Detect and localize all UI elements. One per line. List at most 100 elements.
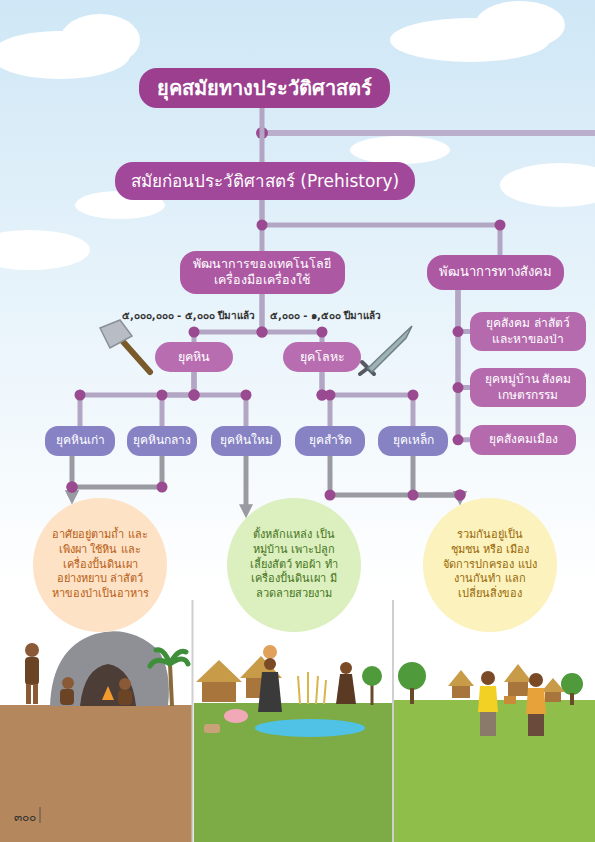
junction-dot bbox=[67, 482, 78, 493]
town-scene bbox=[452, 684, 470, 698]
cave-scene bbox=[170, 664, 172, 706]
junction-dot bbox=[241, 390, 252, 401]
description-text: อาศัยอยู่ตามถ้ำ และเพิงผา ใช้หิน และเครื… bbox=[51, 528, 149, 602]
tree-connector bbox=[162, 372, 194, 426]
arrow-connector bbox=[72, 456, 162, 499]
box-label: ยุคโลหะ bbox=[295, 349, 349, 365]
box-label: ยุคสังคมเมือง bbox=[478, 432, 568, 448]
junction-dot bbox=[157, 482, 168, 493]
village-scene bbox=[258, 672, 282, 712]
junction-dot bbox=[453, 382, 464, 393]
timeline-branch bbox=[256, 127, 595, 139]
cave-scene bbox=[119, 678, 131, 690]
cave-scene bbox=[25, 643, 39, 657]
junction-dot bbox=[453, 434, 464, 445]
junction-dot bbox=[317, 327, 328, 338]
junction-dot bbox=[257, 327, 268, 338]
village-scene bbox=[255, 719, 365, 737]
town-scene bbox=[529, 673, 543, 687]
box-label: ยุคหมู่บ้าน สังคมเกษตรกรรม bbox=[478, 372, 578, 403]
cave-scene bbox=[102, 686, 114, 700]
junction-dot bbox=[189, 327, 200, 338]
cave-scene bbox=[25, 657, 39, 685]
box-label: พัฒนาการของเทคโนโลยี เครื่องมือเครื่องใช… bbox=[192, 256, 333, 289]
bronze-sword-icon bbox=[368, 326, 412, 372]
junction-dot bbox=[408, 490, 419, 501]
town-scene bbox=[504, 664, 532, 682]
village-scene bbox=[202, 680, 236, 702]
cloud bbox=[500, 163, 595, 207]
arrow-connector bbox=[413, 456, 460, 499]
tree-connector bbox=[322, 372, 413, 426]
village-scene bbox=[362, 666, 382, 686]
junction-dot bbox=[257, 327, 268, 338]
cloud bbox=[60, 14, 140, 66]
circle-fill bbox=[227, 498, 361, 632]
village-scene bbox=[224, 709, 248, 723]
junction-dot bbox=[317, 390, 328, 401]
village-scene bbox=[298, 676, 300, 704]
tree-connector bbox=[262, 200, 500, 255]
category-box: พัฒนาการของเทคโนโลยี เครื่องมือเครื่องใช… bbox=[180, 251, 345, 294]
village-scene bbox=[298, 672, 326, 704]
junction-dot bbox=[455, 490, 466, 501]
town-scene bbox=[541, 678, 565, 692]
bronze-sword-icon bbox=[360, 326, 412, 374]
period-box: ยุคหินเก่า bbox=[45, 426, 115, 456]
box-label: ยุคหินใหม่ bbox=[217, 433, 275, 449]
junction-dot bbox=[257, 220, 268, 231]
description-circle: ตั้งหลักแหล่ง เป็นหมู่บ้าน เพาะปลูก เลี้… bbox=[227, 498, 361, 632]
box-label: ยุคสังคม ล่าสัตว์ และหาของป่า bbox=[478, 316, 578, 347]
panel-divider bbox=[392, 600, 394, 842]
tree-connector bbox=[194, 372, 246, 426]
junction-dot bbox=[495, 220, 506, 231]
age-box: ยุคโลหะ bbox=[283, 342, 361, 372]
panel-divider bbox=[192, 600, 194, 842]
description-text: รวมกันอยู่เป็น ชุมชน หรือ เมือง จัดการปก… bbox=[441, 528, 539, 602]
box-label: ยุคเหล็ก bbox=[384, 433, 442, 449]
junction-dot bbox=[455, 490, 466, 501]
cave-scene bbox=[62, 677, 74, 689]
description-circle: อาศัยอยู่ตามถ้ำ และเพิงผา ใช้หิน และเครื… bbox=[33, 498, 167, 632]
title-box: ยุคสมัยทางประวัติศาสตร์ bbox=[139, 68, 390, 108]
arrow-connector bbox=[330, 456, 460, 499]
cave-scene bbox=[50, 631, 169, 706]
timeline-branch bbox=[262, 130, 595, 136]
ground-panels bbox=[0, 700, 595, 842]
town-scene bbox=[504, 696, 516, 704]
junction-dot bbox=[75, 390, 86, 401]
town-scene bbox=[481, 671, 495, 685]
panel-divider bbox=[193, 600, 394, 842]
period-box: ยุคสำริด bbox=[295, 426, 365, 456]
date-range-label: ๕,๐๐๐,๐๐๐ - ๕,๐๐๐ ปีมาแล้ว bbox=[122, 308, 255, 323]
junction-dot bbox=[189, 390, 200, 401]
period-box: ยุคหินใหม่ bbox=[211, 426, 281, 456]
category-box: พัฒนาการทางสังคม bbox=[427, 255, 564, 290]
arrow-connector bbox=[244, 456, 249, 513]
town-scene bbox=[528, 714, 544, 736]
box-label: ยุคสมัยทางประวัติศาสตร์ bbox=[157, 75, 372, 101]
junction-dot bbox=[67, 482, 78, 493]
town-scene bbox=[480, 712, 496, 736]
cloud bbox=[0, 230, 90, 270]
circle-fill bbox=[423, 498, 557, 632]
era-box: สมัยก่อนประวัติศาสตร์ (Prehistory) bbox=[115, 162, 415, 200]
junction-dot bbox=[317, 390, 328, 401]
cave-scene bbox=[60, 689, 74, 705]
age-box: ยุคหิน bbox=[155, 342, 233, 372]
village-scene bbox=[196, 660, 242, 682]
town-scene bbox=[478, 686, 498, 712]
junction-dot bbox=[67, 482, 78, 493]
town-scene bbox=[410, 688, 414, 704]
society-box: ยุคหมู่บ้าน สังคมเกษตรกรรม bbox=[470, 368, 586, 407]
village-scene bbox=[307, 672, 309, 704]
tree-connector bbox=[260, 108, 265, 162]
description-circle: รวมกันอยู่เป็น ชุมชน หรือ เมือง จัดการปก… bbox=[423, 498, 557, 632]
tree-connector bbox=[80, 372, 194, 426]
village-scene bbox=[264, 658, 276, 670]
cave-scene bbox=[118, 690, 132, 705]
